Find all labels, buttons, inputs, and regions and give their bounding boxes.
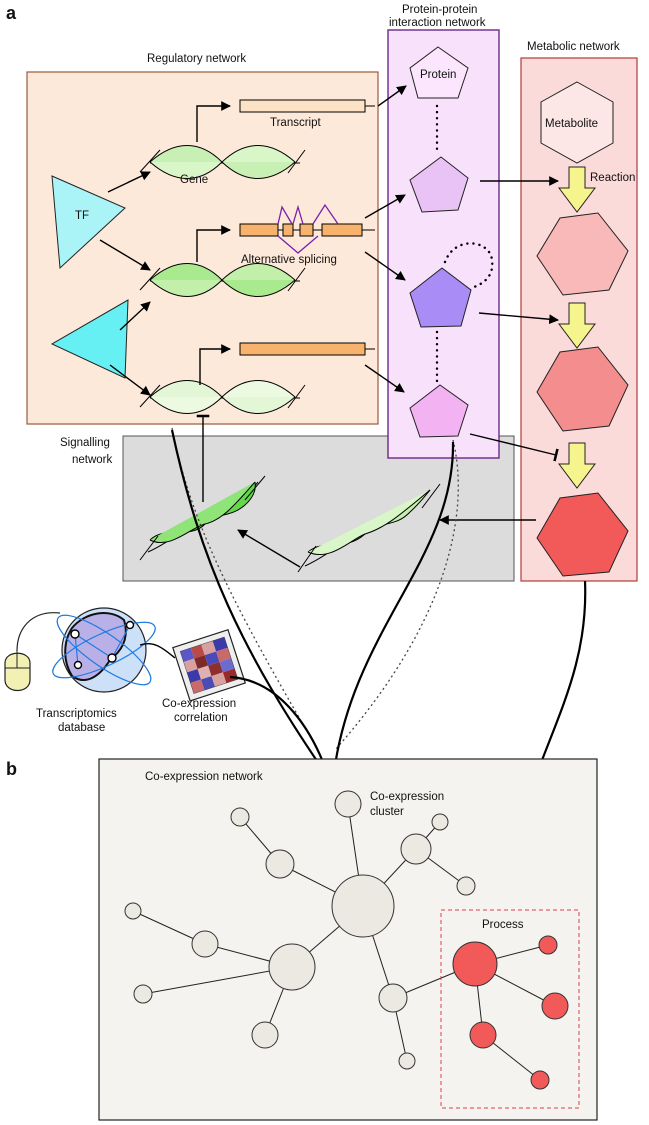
arrow-splice-protein-2 xyxy=(364,194,406,219)
regulatory-network-title: Regulatory network xyxy=(147,53,246,65)
network-node xyxy=(124,902,142,920)
database-label-line1: Transcriptomics xyxy=(36,708,117,720)
transcript-bar-1 xyxy=(239,99,366,113)
process-label: Process xyxy=(482,919,524,931)
arrow-splice-protein-3 xyxy=(364,251,406,281)
metabolite-node-3 xyxy=(536,346,629,432)
gene-dna-2 xyxy=(139,263,306,297)
correlation-label-line2: correlation xyxy=(174,712,228,724)
network-node xyxy=(133,984,153,1004)
cluster-label-line2: cluster xyxy=(370,806,404,818)
tf-arrow-gene-1 xyxy=(107,171,151,193)
tf2-arrow-gene-2 xyxy=(119,301,151,331)
arrow-transcript-protein-1 xyxy=(377,85,407,107)
cable-globe-matrix xyxy=(139,643,176,659)
promoter-arrow-3 xyxy=(199,344,231,385)
network-node xyxy=(431,813,449,831)
protein-node-4 xyxy=(409,384,469,438)
network-node xyxy=(456,876,476,896)
network-node xyxy=(251,1021,279,1049)
alternative-splicing-exons xyxy=(239,203,375,254)
reaction-label: Reaction xyxy=(590,172,635,184)
tf-triangle-1 xyxy=(51,175,126,270)
metabolite-node-2 xyxy=(536,212,629,296)
signalling-label-line2: network xyxy=(72,454,113,466)
ppi-title-line2: interaction network xyxy=(389,17,486,29)
inhibition-protein4-reaction xyxy=(469,433,559,462)
tf-arrow-gene-2 xyxy=(99,239,151,271)
dotted-curve-right xyxy=(334,439,459,751)
protein-node-1 xyxy=(409,46,469,99)
transcript-label: Transcript xyxy=(270,117,321,129)
gene-label: Gene xyxy=(180,174,208,186)
database-label-line2: database xyxy=(58,722,105,734)
ppi-title-line1: Protein-protein xyxy=(402,4,477,16)
coexpression-title: Co-expression network xyxy=(145,771,263,783)
network-node xyxy=(398,1052,416,1070)
process-node xyxy=(538,935,558,955)
gene-dna-1 xyxy=(139,145,306,179)
database-globe-icon xyxy=(52,607,156,693)
protein-label: Protein xyxy=(420,69,456,81)
correlation-matrix-icon xyxy=(172,628,247,702)
promoter-arrow-1 xyxy=(196,101,231,142)
computer-mouse-icon xyxy=(4,612,61,692)
reaction-arrow-3 xyxy=(558,442,596,489)
metabolic-title: Metabolic network xyxy=(527,41,620,53)
process-node xyxy=(469,1021,497,1049)
hub-node xyxy=(331,874,395,938)
network-node xyxy=(191,930,219,958)
panel-letter-b: b xyxy=(6,759,17,779)
metabolite-label: Metabolite xyxy=(545,118,598,130)
promoter-arrow-2 xyxy=(196,225,231,262)
arrow-protein3-reaction xyxy=(478,312,559,325)
cluster-label-line1: Co-expression xyxy=(370,791,444,803)
arrow-ppi-to-coexpression xyxy=(331,441,455,781)
network-node xyxy=(268,943,316,991)
regulatory-network-box xyxy=(26,71,379,425)
network-node xyxy=(230,807,250,827)
correlation-label-line1: Co-expression xyxy=(162,698,236,710)
network-node xyxy=(265,849,295,879)
signalling-dna-2 xyxy=(297,483,441,573)
ppi-network-box xyxy=(387,29,500,459)
process-node xyxy=(541,992,569,1020)
process-hub-node xyxy=(452,941,498,987)
arrow-signal-signal xyxy=(237,529,301,568)
arrow-regulatory-to-coexpression xyxy=(170,429,331,781)
transcript-bar-3 xyxy=(239,342,366,356)
protein-node-2 xyxy=(409,156,469,213)
signalling-label-line1: Signalling xyxy=(60,437,110,449)
signalling-dna-1 xyxy=(139,475,266,561)
tf-label: TF xyxy=(75,210,89,222)
protein-node-3 xyxy=(409,267,472,328)
coexpression-cluster-node xyxy=(334,790,362,818)
metabolite-node-4 xyxy=(536,492,629,577)
tf2-arrow-gene-3 xyxy=(109,364,151,396)
process-node xyxy=(530,1070,550,1090)
arrow-transcript-protein-4 xyxy=(364,364,405,393)
gene-dna-3 xyxy=(139,380,306,414)
alternative-splicing-label: Alternative splicing xyxy=(241,254,337,266)
metabolite-node-1 xyxy=(540,81,614,164)
network-nodes xyxy=(124,790,569,1090)
signalling-network-box xyxy=(122,435,515,582)
reaction-arrow-1 xyxy=(558,166,596,213)
panel-letter-a: a xyxy=(6,3,17,23)
reaction-arrow-2 xyxy=(558,302,596,349)
tf-triangle-2 xyxy=(50,299,129,379)
network-node xyxy=(378,983,408,1013)
network-node xyxy=(400,833,432,865)
